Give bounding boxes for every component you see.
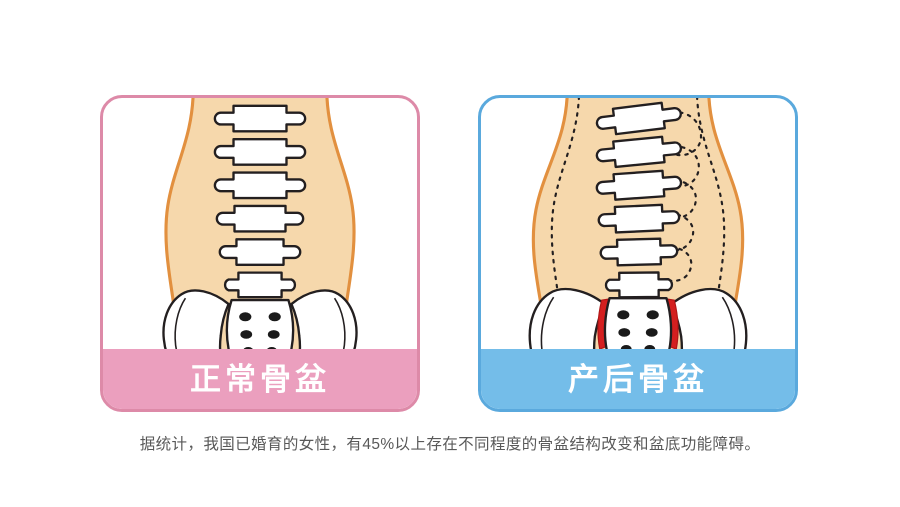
postpartum-pelvis-banner: 产后骨盆	[481, 349, 795, 409]
panel-postpartum-pelvis: 产后骨盆	[478, 95, 798, 412]
normal-pelvis-banner: 正常骨盆	[103, 349, 417, 409]
figure-caption: 据统计，我国已婚育的女性，有45%以上存在不同程度的骨盆结构改变和盆底功能障碍。	[139, 436, 761, 453]
postpartum-pelvis-label: 产后骨盆	[568, 361, 708, 397]
lumbar-spine	[213, 104, 307, 299]
normal-pelvis-illustration	[162, 98, 358, 409]
panel-row: 正常骨盆	[100, 95, 798, 412]
normal-pelvis-label: 正常骨盆	[190, 361, 330, 397]
panel-normal-pelvis: 正常骨盆	[100, 95, 420, 412]
